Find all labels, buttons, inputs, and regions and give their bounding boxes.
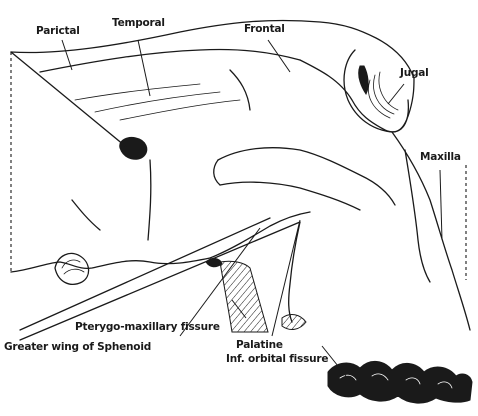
label-frontal: Frontal bbox=[244, 23, 285, 35]
zygomatic-arch bbox=[218, 148, 395, 205]
leader-jugal bbox=[388, 84, 404, 104]
label-pterygo-maxillary-fissure: Pterygo-maxillary fissure bbox=[75, 321, 220, 333]
temporal-squama-lines bbox=[75, 84, 240, 120]
leader-maxilla bbox=[440, 170, 442, 240]
greater-wing-outline bbox=[210, 212, 310, 258]
leader-temporal bbox=[138, 40, 150, 96]
skull-base-outline bbox=[11, 258, 210, 272]
zygomatic-arch-end bbox=[214, 160, 220, 185]
frontal-bone-outline bbox=[300, 60, 414, 132]
palatine-hatch bbox=[282, 315, 306, 330]
label-temporal: Temporal bbox=[112, 17, 165, 29]
label-parietal: Parictal bbox=[36, 25, 80, 37]
pterygo-fissure-dark-mark bbox=[206, 258, 222, 266]
leader-parietal bbox=[62, 40, 72, 70]
mastoid-outline bbox=[72, 160, 151, 240]
jugal-bone-shading bbox=[368, 72, 398, 118]
parietal-temporal-suture bbox=[40, 49, 300, 72]
zygomatic-arch-lower bbox=[220, 182, 360, 210]
maxilla-inner-line bbox=[405, 150, 430, 282]
label-jugal: Jugal bbox=[399, 67, 429, 79]
coronal-suture bbox=[230, 70, 250, 110]
label-greater-wing-of-sphenoid: Greater wing of Sphenoid bbox=[4, 341, 151, 353]
basal-nodule bbox=[55, 253, 89, 284]
label-inf-orbital-fissure: Inf. orbital fissure bbox=[226, 353, 328, 365]
leader-frontal bbox=[268, 40, 290, 72]
label-palatine: Palatine bbox=[236, 339, 283, 351]
palatine-outline bbox=[289, 222, 300, 322]
label-maxilla: Maxilla bbox=[420, 151, 461, 163]
jugal-dark-mark bbox=[359, 66, 368, 94]
teeth-row bbox=[328, 361, 472, 403]
external-ear-canal bbox=[120, 137, 147, 159]
